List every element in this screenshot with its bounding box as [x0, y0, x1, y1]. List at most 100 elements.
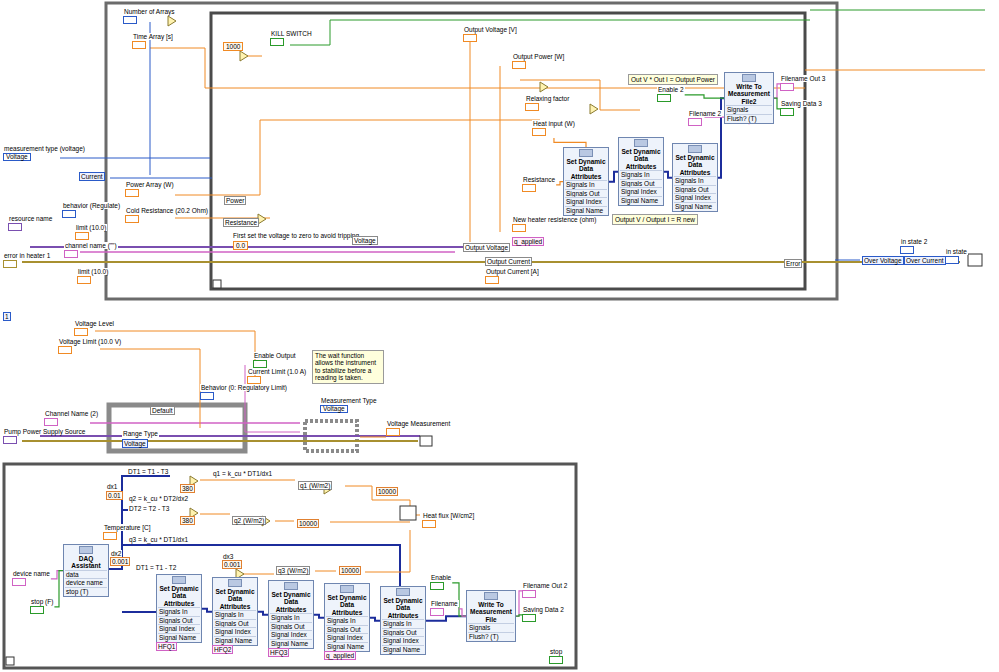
- terminal-icon: [525, 103, 539, 111]
- terminal-name: Signals In: [326, 616, 368, 624]
- terminal: channel name (""): [64, 242, 118, 260]
- wire-path: [370, 618, 380, 621]
- terminal-icon: Voltage: [3, 153, 31, 161]
- terminal-name: data: [65, 570, 107, 578]
- function-node: Set Dynamic Data AttributesSignals InSig…: [672, 143, 718, 212]
- terminal-name: Signal Index: [674, 193, 716, 201]
- terminal-name: Signals In: [674, 176, 716, 184]
- terminal-name: Signal Name: [158, 633, 200, 641]
- wire-label: First set the voltage to zero to avoid t…: [232, 232, 360, 239]
- terminal: Relaxing factor: [525, 95, 570, 113]
- terminal-name: Signal Name: [674, 202, 716, 210]
- terminal-label: Filename Out 2: [522, 582, 568, 589]
- terminal-icon: [30, 606, 44, 614]
- terminal: Pump Power Supply Source: [3, 428, 86, 446]
- wire-connector: [54, 571, 63, 607]
- wire-label: HFQ1: [156, 642, 177, 651]
- terminal-label: New heater resistence (ohm): [512, 216, 597, 223]
- terminal: Filename: [430, 600, 459, 618]
- function-icon: [79, 546, 93, 554]
- terminal-name: Signal Index: [620, 187, 662, 195]
- terminal-icon: [270, 38, 284, 46]
- comment-text: The wait function allows the instrument …: [315, 352, 376, 381]
- constant: 1000: [223, 42, 243, 51]
- function-node: Set Dynamic Data AttributesSignals InSig…: [563, 147, 609, 216]
- terminal-name: Signal Index: [158, 624, 200, 632]
- function-icon: [579, 149, 593, 157]
- function-icon: [340, 585, 354, 593]
- terminal-icon: [945, 256, 959, 264]
- terminal-icon: [900, 246, 914, 254]
- terminal-label: Pump Power Supply Source: [3, 428, 86, 435]
- terminal: Filename Out 2: [522, 582, 568, 600]
- wire-connector: [459, 609, 466, 616]
- terminal-label: Power Array (W): [125, 181, 175, 188]
- terminal-name: Signal Index: [214, 627, 256, 635]
- terminal-icon: [780, 83, 794, 91]
- terminal: Filename Out 3: [780, 75, 826, 93]
- terminal-icon: [512, 61, 526, 69]
- wire-path: [54, 571, 63, 607]
- function-node: DAQ Assistantdatadevice namestop (T): [63, 544, 109, 597]
- terminal: Behavior (0: Regulatory Limit): [200, 384, 288, 402]
- terminal-label: Enable Output: [253, 352, 297, 359]
- function-node: Set Dynamic Data AttributesSignals InSig…: [212, 577, 258, 646]
- wire-label: DT1 = T1 - T3: [127, 468, 169, 475]
- terminal-icon: [125, 215, 139, 223]
- wire-label: Voltage: [122, 439, 148, 448]
- function-node: Write To Measurement File2SignalsFlush? …: [724, 72, 774, 124]
- terminal-label: Output Voltage [V]: [463, 26, 518, 33]
- terminal-icon: [522, 184, 536, 192]
- terminal-label: Behavior (0: Regulatory Limit): [200, 384, 288, 391]
- wire-label: q_applied: [512, 237, 544, 246]
- terminal-icon: [657, 94, 671, 102]
- terminal-label: Voltage Limit (10.0 V): [58, 338, 122, 345]
- terminal-label: stop: [549, 648, 563, 655]
- comment-text: Output V / Output I = R new: [615, 216, 695, 223]
- wire-label: Error: [784, 259, 802, 268]
- function-name: Set Dynamic Data Attributes: [158, 585, 200, 607]
- terminal-label: Time Array [s]: [132, 33, 174, 40]
- terminal-label: Filename Out 3: [780, 75, 826, 82]
- terminal-label: Current Limit (1.0 A): [247, 368, 307, 375]
- terminal-icon: [44, 418, 58, 426]
- terminal-icon: [132, 41, 146, 49]
- wire-path: [664, 172, 672, 178]
- wire-label: Power: [224, 196, 246, 205]
- constant: 0.0: [233, 241, 248, 250]
- terminal-name: Signals In: [158, 607, 200, 615]
- constant-value: 1000: [226, 43, 240, 50]
- terminal-icon: [463, 34, 477, 42]
- wire-label: Default: [150, 406, 175, 415]
- function-node: Set Dynamic Data AttributesSignals InSig…: [268, 580, 314, 649]
- terminal-label: Heat flux [W/cm2]: [422, 512, 475, 519]
- comment-note: Out V * Out I = Output Power: [628, 74, 718, 85]
- terminal: Measurement TypeVoltage: [320, 397, 378, 413]
- terminal-icon: [780, 108, 794, 116]
- function-node: Set Dynamic Data AttributesSignals InSig…: [618, 137, 664, 206]
- wire-connector: [685, 95, 724, 98]
- terminal-value: Voltage: [323, 405, 345, 412]
- function-node: Set Dynamic Data AttributesSignals In Sig…: [156, 574, 202, 643]
- wire-connector: [314, 615, 324, 618]
- wire-label: q_applied: [324, 651, 356, 660]
- function-node: Set Dynamic Data AttributesSignals InSig…: [324, 583, 370, 652]
- terminal: behavior (Regulate): [62, 202, 121, 220]
- terminal-icon: [74, 328, 88, 336]
- terminal-icon: [512, 224, 526, 232]
- terminal-name: Signals In: [214, 610, 256, 618]
- terminal-value: Voltage: [6, 153, 28, 160]
- terminal: device name: [12, 570, 51, 588]
- terminal: Voltage Measurement: [386, 420, 451, 438]
- terminal-name: Signals In: [565, 180, 607, 188]
- function-icon: [742, 74, 756, 82]
- terminal-icon: [422, 520, 436, 528]
- wire-connector: [556, 182, 563, 185]
- terminal-icon: [8, 223, 22, 231]
- wire-label: Range Type: [122, 430, 159, 437]
- terminal-icon: [3, 436, 17, 444]
- wire-label: q3 (W/m2): [276, 566, 310, 575]
- terminal-name: Signal Name: [270, 639, 312, 647]
- terminal-icon: [386, 428, 400, 436]
- terminal-icon: [77, 276, 91, 284]
